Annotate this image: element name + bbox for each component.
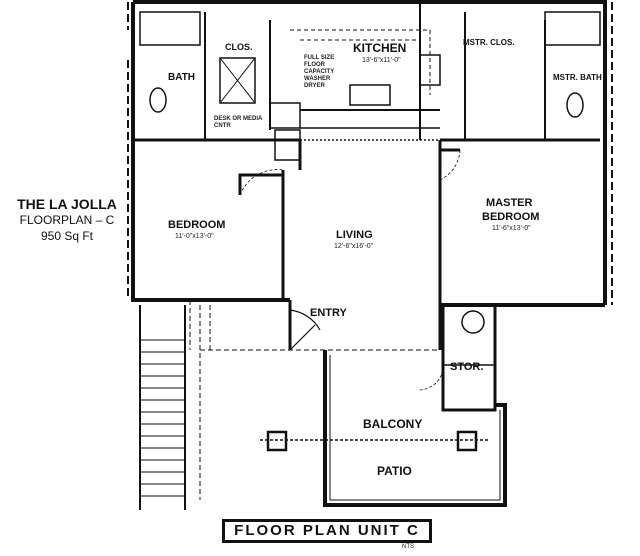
room-label-entry: ENTRY (310, 307, 348, 319)
scale-note: NTS (402, 544, 414, 550)
room-label-bedroom: BEDROOM (168, 219, 225, 231)
room-label-balcony: BALCONY (363, 417, 422, 431)
room-label-storage: STOR. (450, 361, 483, 373)
plan-area: 950 Sq Ft (40, 229, 94, 243)
room-label-living: LIVING (336, 229, 373, 241)
kitchen-dimensions: 13'-6"x11'-0" (362, 57, 401, 64)
room-label-master-bedroom-line1: MASTER (486, 197, 533, 209)
room-label-master-closet: MSTR. CLOS. (463, 38, 515, 47)
plan-type: FLOORPLAN – C (19, 213, 115, 227)
living-dimensions: 12'-6"x16'-0" (334, 243, 374, 250)
master-bedroom-dimensions: 11'-6"x13'-0" (492, 225, 531, 232)
room-label-patio: PATIO (377, 464, 412, 478)
bedroom-dimensions: 11'-0"x13'-0" (175, 233, 214, 240)
room-label-closet: CLOS. (225, 42, 253, 52)
plan-info: THE LA JOLLA FLOORPLAN – C 950 Sq Ft (8, 196, 126, 244)
room-label-kitchen: KITCHEN (353, 41, 406, 55)
plan-title: FLOOR PLAN UNIT C (222, 519, 432, 543)
desk-note: DESK OR MEDIA CNTR (214, 116, 263, 129)
room-label-master-bath: MSTR. BATH (553, 73, 602, 82)
plan-name: THE LA JOLLA (17, 196, 117, 212)
kitchen-note: FULL SIZE FLOOR CAPACITY WASHER DRYER (304, 55, 335, 89)
room-label-master-bedroom-line2: BEDROOM (482, 211, 539, 223)
room-label-bath: BATH (168, 72, 195, 83)
